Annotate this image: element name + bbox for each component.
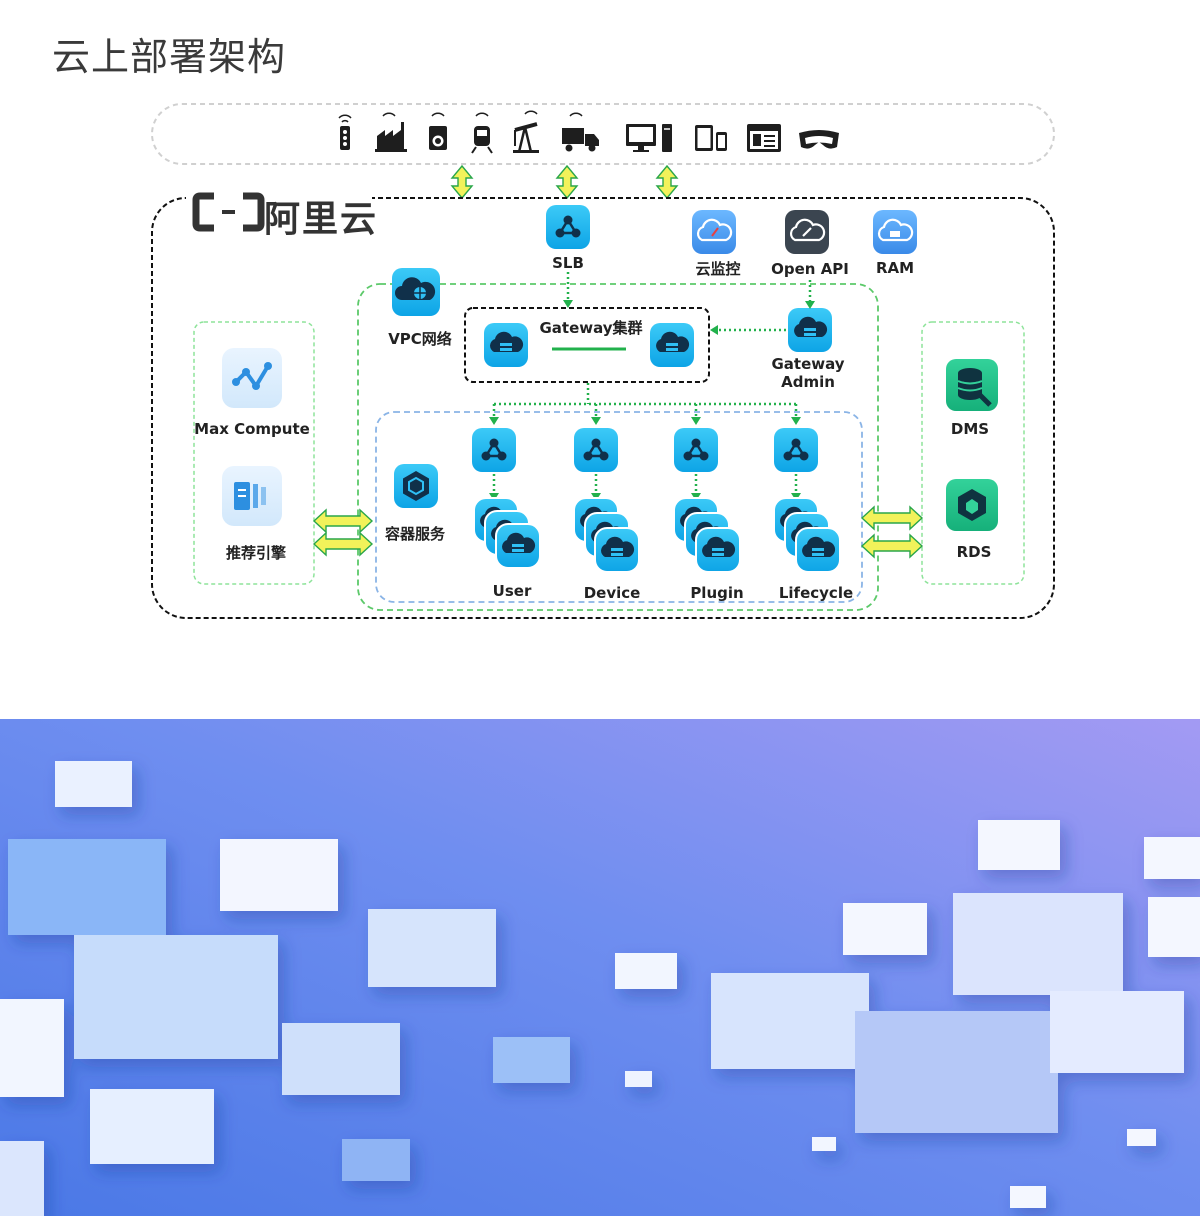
aliyun-boundary xyxy=(151,197,1055,619)
rds-icon xyxy=(946,479,998,531)
device-link-arrows xyxy=(450,164,679,200)
lifecycle-instances-icon xyxy=(773,497,841,573)
slb-icon xyxy=(546,205,590,249)
device-hub-icon xyxy=(574,428,618,472)
slb-label: SLB xyxy=(552,254,584,272)
container-service-label: 容器服务 xyxy=(384,525,446,543)
data-link-arrows xyxy=(312,505,924,559)
flow-lines xyxy=(492,272,812,494)
architecture-diagram xyxy=(151,103,1055,619)
cloud-monitor-label: 云监控 xyxy=(695,260,741,278)
aliyun-logo-text: 阿里云 xyxy=(264,199,379,240)
ram-icon xyxy=(873,210,917,254)
gateway-node-right-icon xyxy=(650,323,694,367)
oil-pump-icon xyxy=(513,110,539,153)
lifecycle-hub-icon xyxy=(774,428,818,472)
rds-label: RDS xyxy=(956,543,992,561)
vpc-boundary xyxy=(357,283,879,611)
ram-label: RAM xyxy=(875,259,915,277)
plugin-instances-icon xyxy=(673,497,741,573)
device-label: Device xyxy=(583,584,641,602)
aliyun-logo-bg xyxy=(186,186,372,232)
open-api-icon xyxy=(785,210,829,254)
max-compute-icon xyxy=(222,348,282,408)
gateway-admin-icon xyxy=(788,308,832,352)
max-compute-label: Max Compute xyxy=(194,420,310,438)
factory-icon xyxy=(375,112,407,152)
container-boundary xyxy=(375,411,863,603)
decorative-banner xyxy=(0,719,1200,1216)
left-panel xyxy=(193,321,315,585)
traffic-light-icon xyxy=(338,114,352,150)
gateway-node-left-icon xyxy=(484,323,528,367)
plugin-hub-icon xyxy=(674,428,718,472)
cloud-monitor-icon xyxy=(692,210,736,254)
gateway-admin-label-line2: Admin xyxy=(781,373,835,391)
aliyun-logo-icon xyxy=(192,192,265,232)
recommend-engine-icon xyxy=(222,466,282,526)
gateway-cluster-box xyxy=(464,307,710,383)
user-hub-icon xyxy=(472,428,516,472)
vpc-label: VPC网络 xyxy=(388,330,452,348)
browser-window-icon xyxy=(747,124,781,152)
vr-headset-icon xyxy=(799,130,839,149)
lifecycle-label: Lifecycle xyxy=(778,584,854,602)
banner-graphic xyxy=(0,719,1200,1216)
user-label: User xyxy=(492,582,532,600)
devices-bar xyxy=(151,103,1055,165)
recommend-engine-label: 推荐引擎 xyxy=(225,544,287,562)
user-instances-icon xyxy=(473,497,541,569)
truck-icon xyxy=(562,112,599,152)
gateway-admin-label-line1: Gateway xyxy=(771,355,845,373)
open-api-label: Open API xyxy=(771,260,849,278)
plugin-label: Plugin xyxy=(690,584,744,602)
vpc-icon xyxy=(392,268,440,316)
gateway-cluster-label: Gateway集群 xyxy=(539,319,643,337)
tablet-phone-icon xyxy=(695,125,727,151)
device-instances-icon xyxy=(573,497,640,573)
washing-machine-icon xyxy=(429,112,447,150)
dms-icon xyxy=(946,359,998,411)
container-service-icon xyxy=(394,464,438,508)
page-title: 云上部署架构 xyxy=(52,35,287,79)
right-panel xyxy=(921,321,1025,585)
dms-label: DMS xyxy=(950,420,990,438)
train-icon xyxy=(471,112,493,154)
desktop-computer-icon xyxy=(626,124,672,152)
